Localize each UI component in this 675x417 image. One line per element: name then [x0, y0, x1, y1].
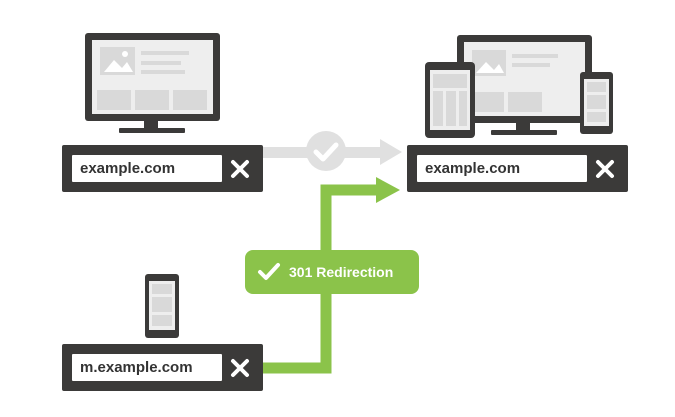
url-field[interactable]: example.com [417, 155, 587, 182]
url-field[interactable]: m.example.com [72, 354, 222, 381]
close-icon[interactable] [229, 158, 251, 180]
left-url-bar: example.com [62, 145, 263, 192]
redirect-badge: 301 Redirection [245, 250, 419, 294]
url-field[interactable]: example.com [72, 155, 222, 182]
close-icon[interactable] [594, 158, 616, 180]
right-url-bar: example.com [407, 145, 628, 192]
redirect-label: 301 Redirection [289, 264, 394, 280]
close-icon[interactable] [229, 357, 251, 379]
tablet-icon [425, 62, 475, 138]
phone-icon [580, 72, 613, 134]
desktop-monitor-icon [457, 35, 592, 135]
check-icon [258, 263, 280, 280]
gray-arrow [262, 131, 402, 171]
bottom-url-bar: m.example.com [62, 344, 263, 391]
